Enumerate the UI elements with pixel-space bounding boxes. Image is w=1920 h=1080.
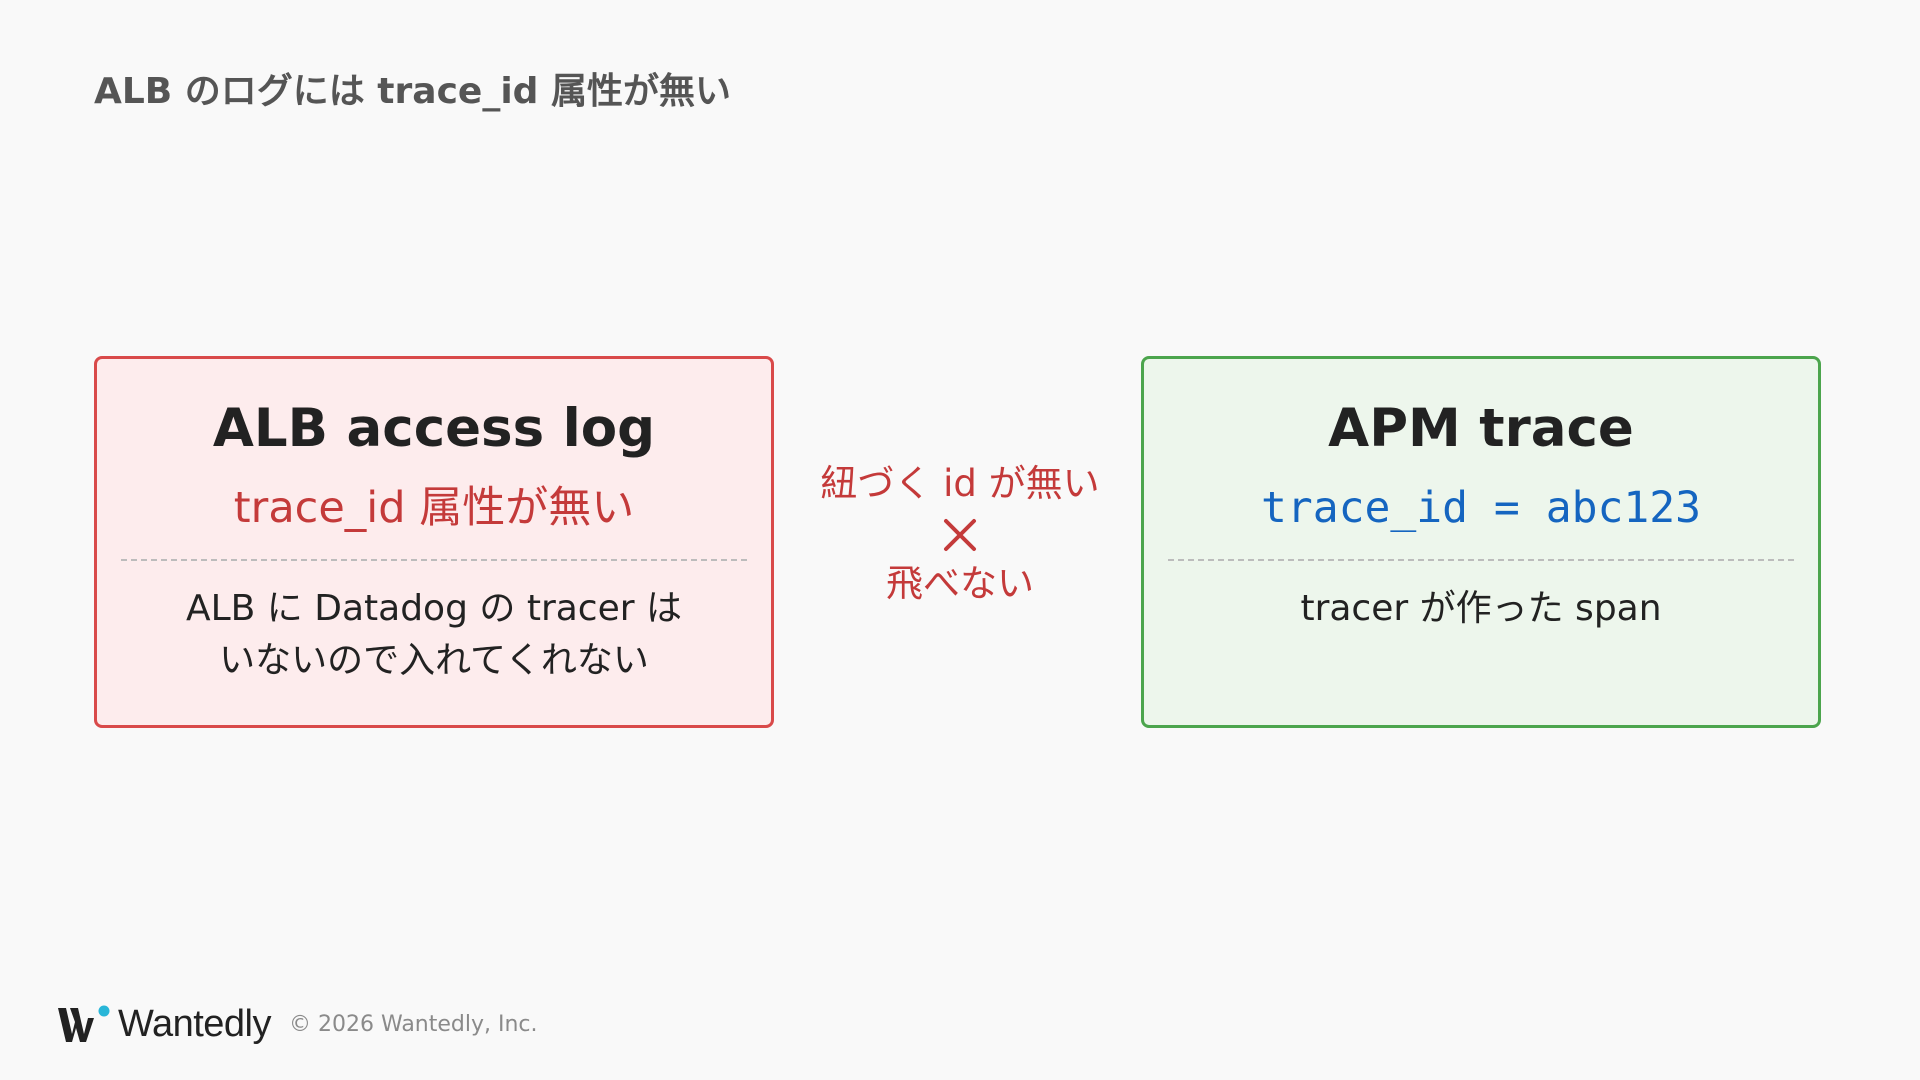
connector-bottom-label: 飛べない	[886, 562, 1034, 605]
wantedly-logo-text: Wantedly	[118, 1002, 272, 1045]
alb-box-subheading: trace_id 属性が無い	[233, 483, 635, 533]
alb-box-description-line: ALB に Datadog の tracer は	[185, 588, 682, 629]
wantedly-logo-icon	[58, 1005, 110, 1042]
apm-box-divider	[1168, 559, 1794, 561]
apm-box-description: tracer が作った span	[1144, 583, 1818, 635]
alb-access-log-box: ALB access log trace_id 属性が無い ALB に Data…	[94, 356, 774, 728]
apm-box-subheading: trace_id = abc123	[1260, 483, 1702, 533]
alb-box-description: ALB に Datadog の tracer は いないので入れてくれない	[97, 583, 771, 687]
copyright: © 2026 Wantedly, Inc.	[289, 1011, 538, 1037]
connector: 紐づく id が無い 飛べない	[790, 460, 1130, 608]
alb-box-divider	[121, 559, 747, 561]
cross-icon	[944, 519, 976, 551]
connector-top-label: 紐づく id が無い	[820, 462, 1100, 505]
apm-box-heading: APM trace	[1328, 398, 1634, 459]
footer: Wantedly © 2026 Wantedly, Inc.	[56, 1002, 538, 1046]
alb-box-heading: ALB access log	[212, 398, 656, 459]
apm-box-description-line: tracer が作った span	[1300, 588, 1662, 629]
slide-title: ALB のログには trace_id 属性が無い	[94, 71, 731, 112]
alb-box-description-line: いないので入れてくれない	[219, 640, 649, 681]
apm-trace-box: APM trace trace_id = abc123 tracer が作った …	[1141, 356, 1821, 728]
